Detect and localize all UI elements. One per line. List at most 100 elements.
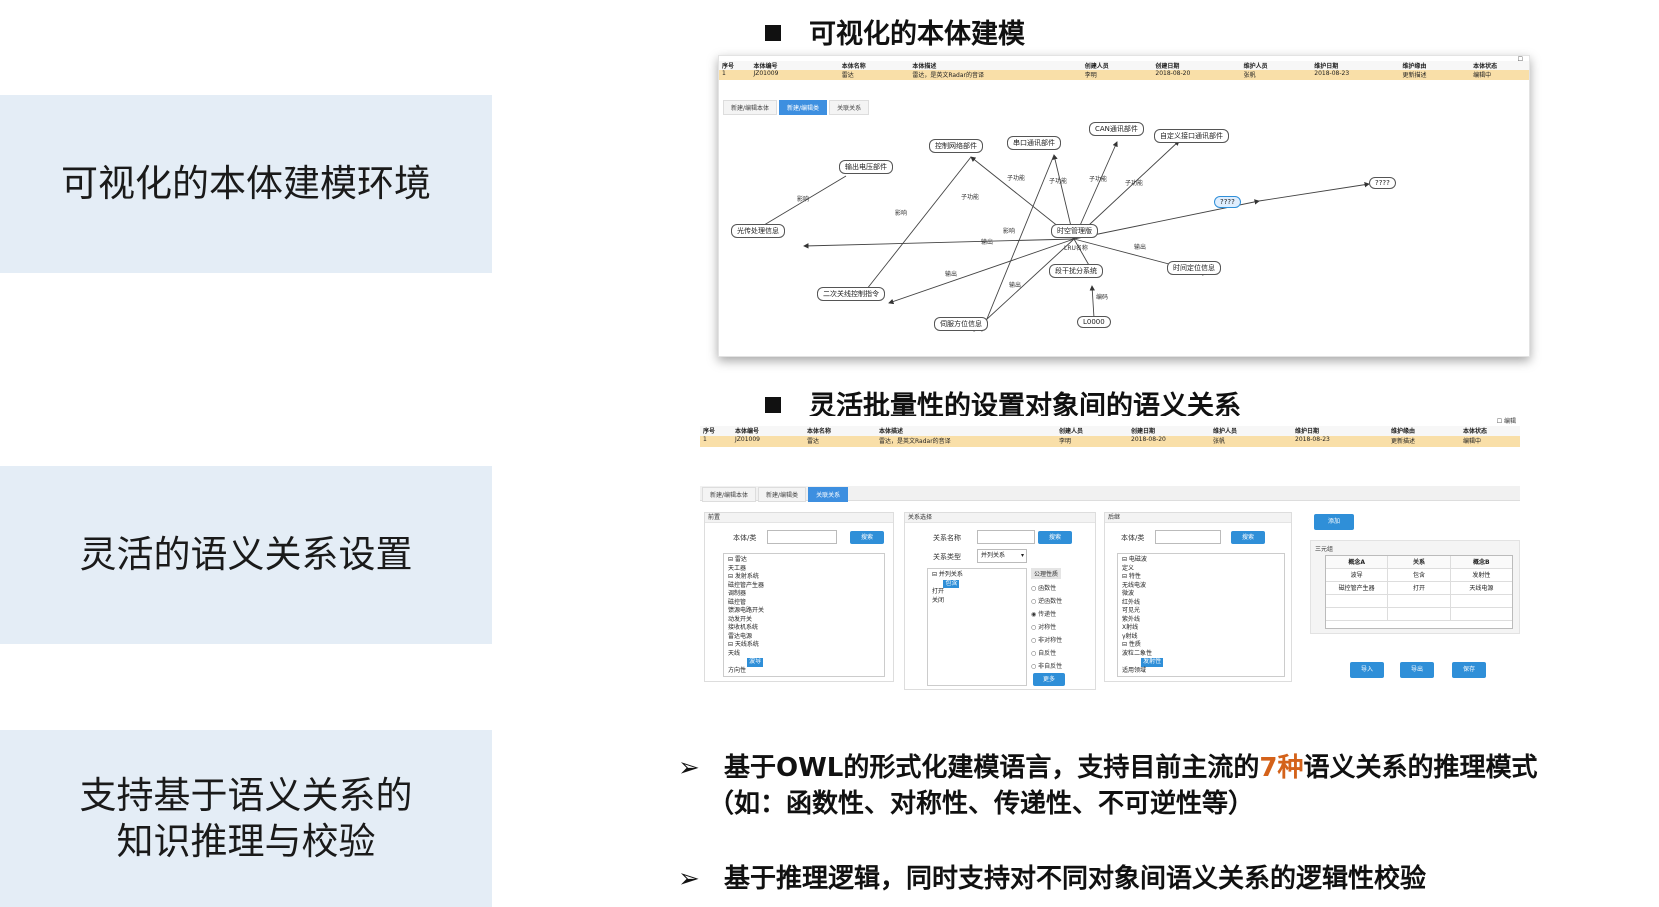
add-button[interactable]: 添加 [1314, 514, 1354, 530]
graph-node[interactable]: 控制网络部件 [929, 139, 983, 153]
property-radio[interactable]: ○ 逆函数性 [1031, 598, 1063, 605]
edge-label: 子功能 [1125, 180, 1144, 187]
field-label: 关系名称 [933, 534, 961, 542]
property-radio[interactable]: ○ 自反性 [1031, 650, 1057, 657]
relation-tree[interactable]: ⊟ 并列关系 包含 打开 关闭 [927, 568, 1027, 686]
grid-row [1326, 608, 1512, 621]
bullet-logic-check: ➢ 基于推理逻辑，同时支持对不同对象间语义关系的逻辑性校验 [678, 861, 1638, 897]
tab-edit-ontology[interactable]: 新建/编辑本体 [723, 100, 778, 115]
heading-text: 可视化的本体建模 [809, 19, 1025, 50]
triples-grid: 概念A 关系 概念B 波导 包含 发射性 磁控管产生器 打开 天线电源 [1325, 555, 1513, 629]
highlight-count: 7种 [1259, 753, 1304, 783]
field-label: 本体/类 [733, 534, 757, 542]
graph-node[interactable]: CAN通讯部件 [1089, 122, 1144, 136]
edge-label: 输出 [945, 271, 958, 278]
relation-settings-screenshot: ☐ 编辑 序号 本体编号 本体名称 本体描述 创建人员 创建日期 维护人员 维护… [700, 416, 1530, 696]
edge-label: 输出 [1134, 244, 1147, 251]
graph-node[interactable]: 输出电压部件 [839, 160, 893, 174]
panel-title: 前置 [705, 513, 893, 523]
graph-edges [748, 140, 1370, 332]
graph-node[interactable]: 二次关线控制指令 [817, 287, 885, 301]
search-button[interactable]: 搜索 [850, 531, 884, 544]
edit-checkbox[interactable]: ☐ [1517, 56, 1523, 63]
graph-node[interactable]: L0000 [1077, 316, 1111, 328]
graph-node[interactable]: ???? [1369, 177, 1396, 189]
feature-title: 可视化的本体建模环境 [61, 162, 431, 205]
save-button[interactable]: 保存 [1452, 662, 1486, 678]
ontology-tree[interactable]: ⊟ 雷达 天工器 ⊟ 发射系统 磁控管产生器 调制器 磁控管 馈源电路开关 动发… [723, 553, 885, 677]
table-header: 序号 本体编号 本体名称 本体描述 创建人员 创建日期 维护人员 维护日期 维护… [719, 61, 1529, 70]
tab-edit-ontology[interactable]: 新建/编辑本体 [702, 487, 757, 502]
grid-row[interactable]: 波导 包含 发射性 [1326, 569, 1512, 582]
relation-name-input[interactable] [977, 530, 1035, 544]
edge-label: 影响 [895, 210, 908, 217]
feature-box-reasoning: 支持基于语义关系的 知识推理与校验 [0, 730, 492, 907]
table-header: 序号 本体编号 本体名称 本体描述 创建人员 创建日期 维护人员 维护日期 维护… [700, 426, 1520, 436]
search-button[interactable]: 搜索 [1038, 531, 1072, 544]
edge-label: 输出 [1009, 282, 1022, 289]
import-button[interactable]: 导入 [1350, 662, 1384, 678]
graph-node[interactable]: 光传处理信息 [731, 224, 785, 238]
tab-bar: 新建/编辑本体 新建/编辑类 关联关系 [723, 100, 871, 115]
square-bullet-icon [765, 25, 781, 41]
selected-tree-item[interactable]: 发射性 [1141, 658, 1164, 667]
table-row[interactable]: 1 JZ01009 雷达 雷达，是英文Radar的音译 李明 2018-08-2… [719, 70, 1529, 80]
ontology-modeling-screenshot: ☐ 序号 本体编号 本体名称 本体描述 创建人员 创建日期 维护人员 维护日期 … [718, 55, 1530, 357]
edit-checkbox[interactable]: ☐ 编辑 [1496, 418, 1516, 425]
edge-label: 影响 [797, 196, 810, 203]
feature-box-relations: 灵活的语义关系设置 [0, 466, 492, 644]
section-heading-modeling: 可视化的本体建模 [765, 12, 1025, 51]
edge-label: LRU名称 [1064, 245, 1088, 252]
more-button[interactable]: 更多 [1033, 673, 1065, 686]
ontology-tree[interactable]: ⊟ 电磁波 定义 ⊟ 特性 无线电波 微波 红外线 可见光 紫外线 X射线 γ射… [1117, 553, 1285, 677]
graph-node[interactable]: 串口通讯部件 [1007, 136, 1061, 150]
edge-label: 编码 [1096, 294, 1109, 301]
graph-node[interactable]: 时间定位信息 [1167, 261, 1221, 275]
axiom-properties-title: 公理性质 [1031, 568, 1062, 579]
selected-tree-item[interactable]: 波导 [747, 658, 764, 667]
tab-bar: 新建/编辑本体 新建/编辑类 关联关系 [702, 487, 850, 502]
bullet-text-line2: （如：函数性、对称性、传递性、不可逆性等） [708, 789, 1255, 819]
graph-node[interactable]: 伺服方位信息 [934, 317, 988, 331]
edge-label: 输出 [981, 239, 994, 246]
tab-relations[interactable]: 关联关系 [829, 100, 870, 115]
graph-node-dragging[interactable]: ???? [1214, 196, 1241, 208]
edge-label: 子功能 [1007, 175, 1026, 182]
predecessor-panel: 前置 本体/类 搜索 ⊟ 雷达 天工器 ⊟ 发射系统 磁控管产生器 调制器 磁控… [704, 512, 894, 682]
bullet-text: 基于OWL的形式化建模语言，支持目前主流的7种语义关系的推理模式 [724, 753, 1538, 783]
tab-edit-class[interactable]: 新建/编辑类 [758, 487, 807, 502]
graph-node-selected[interactable]: 时空管理版 [1051, 224, 1098, 238]
relation-type-select[interactable]: 并列关系▾ [977, 549, 1027, 563]
tab-edit-class[interactable]: 新建/编辑类 [779, 100, 828, 115]
feature-title-line1: 支持基于语义关系的 [79, 773, 413, 817]
table-row[interactable]: 1 JZ01009 雷达 雷达，是英文Radar的音译 李明 2018-08-2… [700, 436, 1520, 447]
graph-node[interactable]: 自定义接口通讯部件 [1154, 129, 1229, 143]
square-bullet-icon [765, 397, 781, 413]
export-button[interactable]: 导出 [1400, 662, 1434, 678]
bullet-text: 基于推理逻辑，同时支持对不同对象间语义关系的逻辑性校验 [724, 864, 1427, 894]
grid-row[interactable]: 磁控管产生器 打开 天线电源 [1326, 582, 1512, 595]
property-radio[interactable]: ○ 非自反性 [1031, 663, 1063, 670]
tab-strip [700, 486, 1520, 501]
property-radio[interactable]: ○ 对称性 [1031, 624, 1057, 631]
successor-panel: 后继 本体/类 搜索 ⊟ 电磁波 定义 ⊟ 特性 无线电波 微波 红外线 可见光… [1104, 512, 1292, 682]
edge-label: 影响 [1003, 228, 1016, 235]
selected-tree-item[interactable]: 包含 [943, 579, 960, 588]
feature-title: 灵活的语义关系设置 [79, 533, 413, 576]
arrow-bullet-icon: ➢ [678, 864, 700, 894]
graph-node[interactable]: 段干扰分系统 [1049, 264, 1103, 278]
feature-box-modeling: 可视化的本体建模环境 [0, 95, 492, 273]
ontology-search-input[interactable] [767, 530, 837, 544]
edge-label: 子功能 [1049, 178, 1068, 185]
tab-relations[interactable]: 关联关系 [808, 487, 849, 502]
edge-label: 子功能 [961, 194, 980, 201]
field-label: 关系类型 [933, 553, 961, 561]
panel-title: 关系选择 [905, 513, 1095, 523]
search-button[interactable]: 搜索 [1231, 531, 1265, 544]
property-radio[interactable]: ○ 非对称性 [1031, 637, 1063, 644]
ontology-search-input[interactable] [1155, 530, 1221, 544]
property-radio[interactable]: ○ 函数性 [1031, 585, 1057, 592]
triples-panel: 三元组 概念A 关系 概念B 波导 包含 发射性 磁控管产生器 打开 天线电源 [1310, 540, 1520, 634]
property-radio-checked[interactable]: ◉ 传递性 [1031, 611, 1057, 618]
bullet-owl-reasoning: ➢ 基于OWL的形式化建模语言，支持目前主流的7种语义关系的推理模式 （如：函数… [678, 750, 1638, 822]
